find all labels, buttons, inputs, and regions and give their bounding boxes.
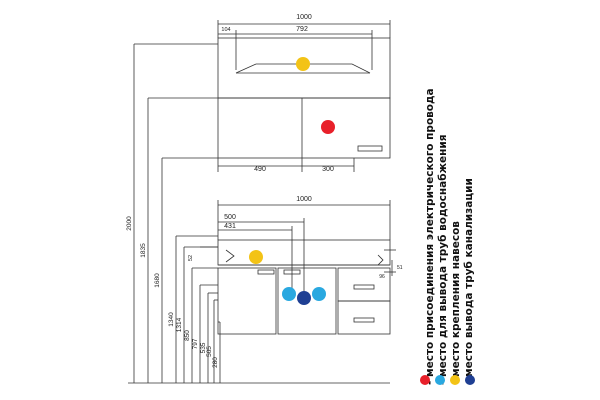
legend: - место присоединения электрического про…	[420, 88, 475, 385]
height-dim-label-0: 2000	[126, 216, 133, 231]
height-dim-label-3: 1340	[168, 312, 175, 327]
height-dim-label-5: 850	[184, 330, 191, 341]
dim-300: 300	[322, 166, 334, 173]
dim-52: 52	[188, 255, 194, 261]
legend-dot-dark-blue	[465, 375, 475, 385]
marker-electric-wall	[321, 120, 335, 134]
height-dim-label-2: 1680	[154, 273, 161, 288]
marker-hanging-point-wall	[296, 57, 310, 71]
height-dim-label-9: 280	[212, 357, 219, 368]
vanity-right-drawer-bottom	[337, 300, 391, 335]
marker-water-right	[312, 287, 326, 301]
marker-sewage	[297, 291, 311, 305]
dim-792: 792	[296, 26, 308, 33]
height-dim-label-8: 505	[206, 346, 213, 357]
dim-104: 104	[221, 27, 230, 33]
vanity-right-drawer-top	[337, 267, 391, 302]
legend-label-water: - место для вывода труб водоснабжения	[437, 135, 449, 386]
dim-96: 96	[379, 274, 385, 280]
dim-500: 500	[224, 214, 236, 221]
wall-cabinet-handle	[357, 145, 383, 152]
marker-hanging-point-vanity	[249, 250, 263, 264]
dim-490: 490	[254, 166, 266, 173]
dim-431: 431	[224, 223, 236, 230]
legend-label-hanging: - место крепления навесов	[450, 221, 462, 385]
legend-dot-red	[420, 375, 430, 385]
vanity-left-cabinet	[217, 267, 277, 335]
legend-label-sewage: - место вывода труб канализации	[463, 178, 475, 385]
legend-dot-yellow	[450, 375, 460, 385]
dim-1000-top: 1000	[296, 14, 312, 21]
dim-1000-vanity: 1000	[296, 196, 312, 203]
legend-label-electric: - место присоединения электрического про…	[424, 88, 436, 385]
legend-dot-light-blue	[435, 375, 445, 385]
height-dim-label-7: 535	[200, 342, 207, 353]
height-dim-label-4: 1314	[176, 317, 183, 332]
height-dim-label-6: 797	[192, 338, 199, 349]
vanity-middle-cabinet	[277, 267, 337, 335]
height-dim-label-1: 1835	[140, 243, 147, 258]
marker-water-left	[282, 287, 296, 301]
dim-51: 51	[397, 265, 403, 271]
wall-cabinet-lower-box	[217, 97, 391, 159]
